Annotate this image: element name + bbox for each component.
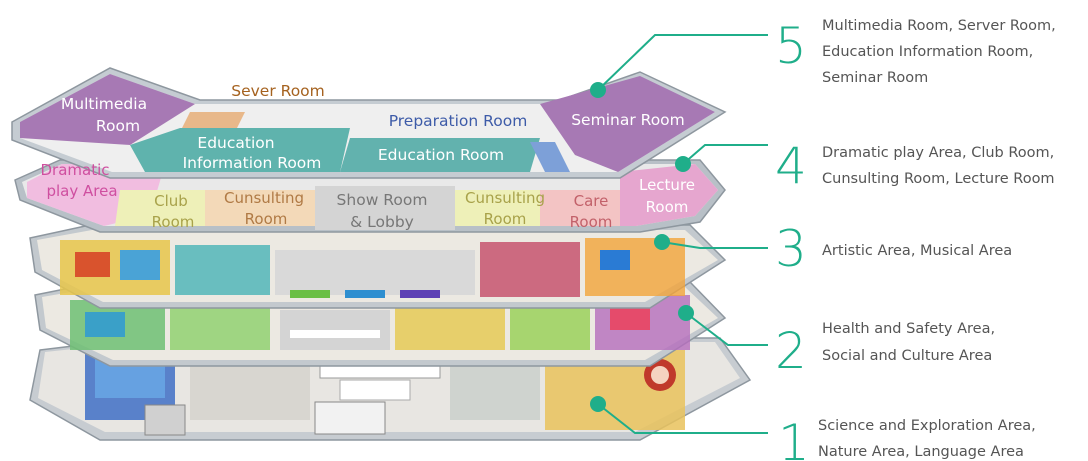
show-room-lobby-label-line2: & Lobby [350,213,414,231]
legend-floor-1: 1 Science and Exploration Area, Nature A… [778,414,1036,461]
consulting-room-right-label-line2: Room [484,210,527,228]
consulting-room-left-label-line2: Room [245,210,288,228]
consulting-room-right-label-line1: Cunsulting [465,189,545,207]
multimedia-room-label-line1: Multimedia [61,95,147,113]
care-room-label-line2: Room [570,213,613,231]
floor-4-number: 4 [775,137,807,195]
education-information-room-label-line1: Education [197,134,274,152]
floor-5-desc-line3: Seminar Room [822,70,928,86]
seminar-room-label: Seminar Room [571,111,685,129]
floor-3-number: 3 [775,220,807,278]
club-room-label-line1: Club [154,192,188,210]
floor-1-number: 1 [778,414,810,461]
floor-1-desc-line2: Nature Area, Language Area [818,444,1024,460]
floor-4-desc-line2: Cunsulting Room, Lecture Room [822,171,1055,187]
server-room-label: Sever Room [231,82,325,100]
floor-3 [29,224,727,309]
floor-3-desc-line1: Artistic Area, Musical Area [822,243,1012,259]
floor-2-desc-line1: Health and Safety Area, [822,321,995,337]
lecture-room-label-line2: Room [646,198,689,216]
preparation-room-label: Preparation Room [389,112,528,130]
legend-floor-2: 2 Health and Safety Area, Social and Cul… [775,321,995,380]
floor-2-number: 2 [775,322,807,380]
dramatic-play-area-label-line1: Dramatic [40,161,109,179]
education-information-room-label-line2: Information Room [183,154,322,172]
floor-5-desc-line1: Multimedia Room, Server Room, [822,18,1056,34]
legend-floor-3: 3 Artistic Area, Musical Area [775,220,1012,278]
floor-4-marker-dot [675,156,691,172]
education-room-label: Education Room [378,146,504,164]
floor-1-marker-dot [590,396,606,412]
connectors [597,34,768,434]
floor-5-number: 5 [775,17,807,75]
show-room-lobby-label-line1: Show Room [337,191,428,209]
floor-5-marker-dot [590,82,606,98]
multimedia-room-label-line2: Room [96,117,140,135]
care-room-label-line1: Care [574,192,609,210]
dramatic-play-area-label-line2: play Area [46,182,117,200]
lecture-room-label-line1: Lecture [639,176,695,194]
legend-floor-5: 5 Multimedia Room, Server Room, Educatio… [775,17,1056,86]
floor-4-desc-line1: Dramatic play Area, Club Room, [822,145,1054,161]
floor-1-desc-line1: Science and Exploration Area, [818,418,1036,434]
legend-floor-4: 4 Dramatic play Area, Club Room, Cunsult… [775,137,1055,195]
floor-2-marker-dot [678,305,694,321]
floor-5-desc-line2: Education Information Room, [822,44,1033,60]
consulting-room-left-label-line1: Cunsulting [224,189,304,207]
floor-2-desc-line2: Social and Culture Area [822,348,992,364]
floor-5 [11,67,727,179]
floor-3-marker-dot [654,234,670,250]
club-room-label-line2: Room [152,213,195,231]
